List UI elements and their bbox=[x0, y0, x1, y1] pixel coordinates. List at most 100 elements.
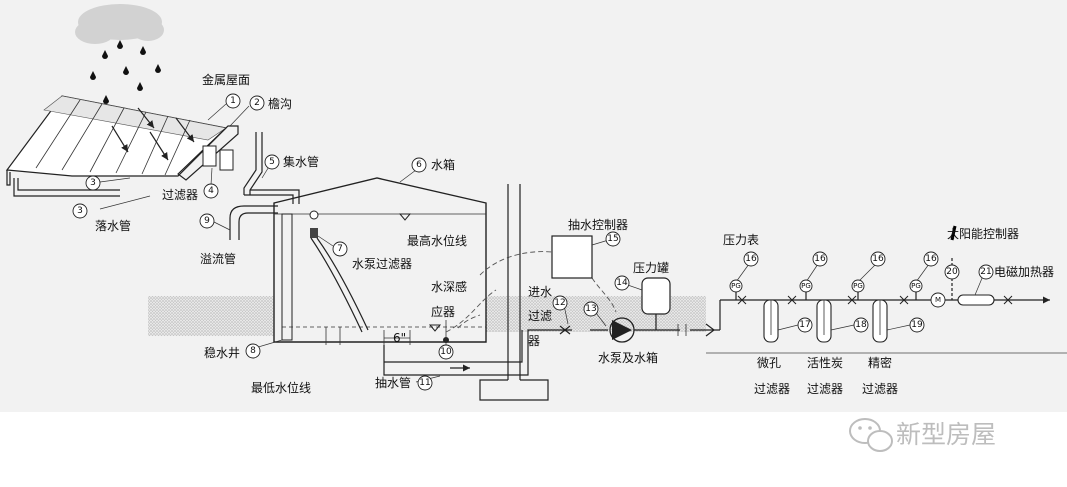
water-tank bbox=[273, 177, 487, 345]
callout-number: 5 bbox=[269, 157, 275, 167]
callout-7: 7 bbox=[332, 241, 348, 257]
callout-20: 20 bbox=[944, 264, 960, 280]
callout-number: 12 bbox=[554, 298, 565, 308]
suction-pipe-inner bbox=[384, 330, 523, 363]
metal-roof bbox=[5, 95, 228, 197]
label-micro-1: 微孔 bbox=[757, 356, 781, 370]
callout-number: 3 bbox=[77, 206, 83, 216]
sensor-signal-line-2 bbox=[457, 314, 481, 329]
callout-number: 16 bbox=[745, 254, 757, 264]
label-lowest-level: 最低水位线 bbox=[251, 380, 311, 395]
drawing-background bbox=[0, 0, 1067, 412]
pressure-gauge-1: PG bbox=[729, 279, 743, 293]
callout-2: 2 bbox=[249, 95, 265, 111]
callout-8: 8 bbox=[245, 343, 261, 359]
label-inlet-filter-2: 过滤 bbox=[528, 309, 552, 323]
watermark-text: 新型房屋 bbox=[896, 420, 996, 449]
overflow-pipe-inner bbox=[238, 212, 278, 240]
label-downpipe: 落水管 bbox=[95, 218, 131, 233]
callout-3a: 3 bbox=[85, 175, 101, 191]
callout-number: 8 bbox=[250, 346, 256, 356]
callout-number: 2 bbox=[254, 98, 260, 108]
label-pump-and-tank: 水泵及水箱 bbox=[598, 350, 658, 365]
callout-number: 19 bbox=[911, 320, 923, 330]
sensor-signal-line bbox=[445, 289, 497, 333]
flow-meter: M bbox=[930, 292, 946, 308]
callout-16d: 16 bbox=[923, 251, 939, 267]
callout-12: 12 bbox=[552, 295, 568, 311]
pressure-gauge-3: PG bbox=[851, 279, 865, 293]
suction-pipe bbox=[383, 329, 545, 376]
callout-19: 19 bbox=[909, 317, 925, 333]
label-filter: 过滤器 bbox=[162, 188, 198, 202]
main-pipeline bbox=[545, 277, 1050, 343]
label-metal-roof: 金属屋面 bbox=[202, 72, 250, 87]
gutter-assembly bbox=[177, 125, 300, 204]
label-overflow: 溢流管 bbox=[200, 251, 236, 266]
meter-label: M bbox=[935, 296, 941, 304]
wechat-icon bbox=[849, 418, 893, 452]
controller-signal-line bbox=[479, 251, 553, 276]
callout-15: 15 bbox=[605, 231, 621, 247]
overflow-pipe bbox=[229, 205, 278, 240]
label-inlet-filter-1: 进水 bbox=[528, 285, 552, 299]
callout-16b: 16 bbox=[812, 251, 828, 267]
callout-number: 15 bbox=[607, 234, 618, 244]
callout-number: 3 bbox=[90, 178, 96, 188]
label-micro-2: 过滤器 bbox=[754, 382, 790, 396]
callout-number: 16 bbox=[872, 254, 884, 264]
label-depth-sensor-1: 水深感 bbox=[431, 279, 467, 294]
label-stilling-well: 稳水井 bbox=[204, 345, 240, 360]
callout-5: 5 bbox=[264, 154, 280, 170]
label-fine-2: 过滤器 bbox=[862, 382, 898, 396]
callout-16c: 16 bbox=[870, 251, 886, 267]
gauge-label: PG bbox=[731, 282, 741, 290]
callout-4: 4 bbox=[203, 183, 219, 199]
callout-number: 14 bbox=[616, 278, 628, 288]
label-solar-controller: 太阳能控制器 bbox=[947, 226, 1019, 241]
label-inlet-filter-3: 器 bbox=[528, 334, 540, 348]
label-suction-pipe: 抽水管 bbox=[375, 375, 411, 390]
callout-11: 11 bbox=[417, 375, 433, 391]
label-pump-filter: 水泵过滤器 bbox=[352, 257, 412, 271]
valves bbox=[737, 295, 1013, 305]
label-six-inch: 6" bbox=[393, 331, 406, 345]
callout-number: 11 bbox=[419, 378, 430, 388]
pump-signal-line bbox=[591, 277, 617, 313]
callout-number: 18 bbox=[855, 320, 867, 330]
callout-9: 9 bbox=[199, 213, 215, 229]
callout-16a: 16 bbox=[743, 251, 759, 267]
callout-21: 21 bbox=[978, 264, 994, 280]
callout-number: 16 bbox=[925, 254, 937, 264]
foundation bbox=[479, 184, 549, 401]
label-depth-sensor-2: 应器 bbox=[431, 304, 455, 319]
raindrops bbox=[90, 40, 161, 104]
callout-number: 4 bbox=[208, 186, 214, 196]
pressure-gauge-4: PG bbox=[909, 279, 923, 293]
callout-number: 17 bbox=[799, 320, 810, 330]
label-pressure-tank: 压力罐 bbox=[633, 261, 669, 275]
callout-13: 13 bbox=[583, 301, 599, 317]
label-tank: 水箱 bbox=[431, 157, 455, 172]
callout-number: 16 bbox=[814, 254, 826, 264]
label-pressure-gauge: 压力表 bbox=[723, 233, 759, 247]
callout-number: 20 bbox=[946, 267, 958, 277]
callout-14: 14 bbox=[614, 275, 630, 291]
label-carbon-2: 过滤器 bbox=[807, 382, 843, 396]
label-highest-level: 最高水位线 bbox=[407, 233, 467, 248]
label-fine-1: 精密 bbox=[868, 355, 892, 370]
gauge-label: PG bbox=[911, 282, 921, 290]
label-em-heater: 电磁加热器 bbox=[994, 264, 1054, 279]
label-pump-controller: 抽水控制器 bbox=[568, 218, 628, 232]
ground-left bbox=[148, 296, 274, 336]
callout-number: 21 bbox=[980, 267, 991, 277]
label-carbon-1: 活性炭 bbox=[807, 356, 843, 370]
callout-6: 6 bbox=[411, 157, 427, 173]
callout-number: 6 bbox=[416, 160, 422, 170]
callout-18: 18 bbox=[853, 317, 869, 333]
gauge-label: PG bbox=[801, 282, 811, 290]
pressure-gauge-2: PG bbox=[799, 279, 813, 293]
callout-number: 9 bbox=[204, 216, 210, 226]
